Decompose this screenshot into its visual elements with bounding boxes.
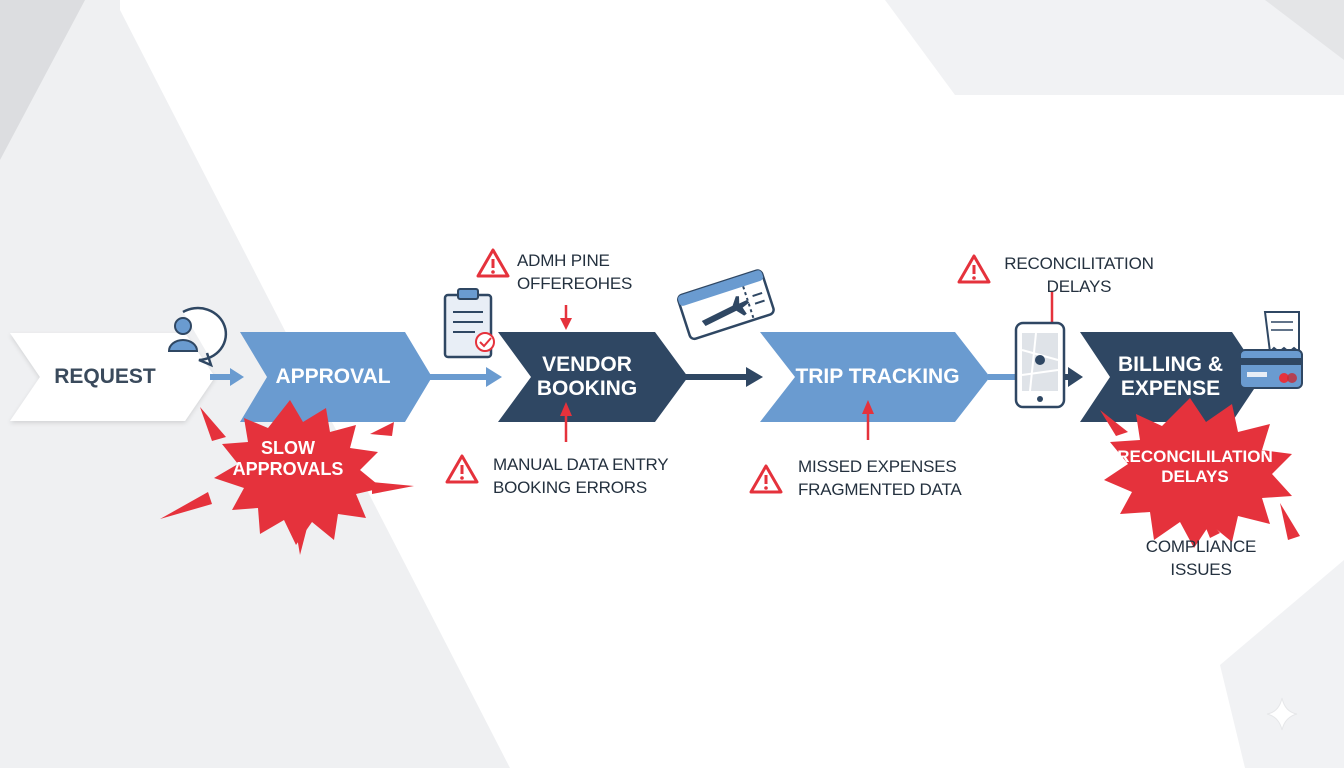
stage-approval-label: APPROVAL [275, 365, 391, 389]
warning-icon [476, 248, 510, 278]
alert-burst-slow-approvals [160, 400, 414, 555]
warning-icon [957, 254, 991, 284]
burst-reconciliation-label: RECONCILILATION DELAYS [1117, 447, 1273, 486]
stage-trip-tracking-label: TRIP TRACKING [795, 365, 960, 389]
issue-pointer-arrow [560, 402, 572, 442]
connector-arrow [685, 367, 763, 387]
issue-compliance: COMPLIANCE ISSUES [1145, 537, 1257, 579]
alert-burst-reconciliation [1100, 398, 1300, 548]
connector-arrow [430, 367, 502, 387]
plane-ticket-icon [677, 269, 775, 341]
issue-pointer-arrow [560, 305, 572, 330]
stage-vendor-booking-shape [498, 332, 688, 422]
stage-request-label: REQUEST [54, 365, 156, 389]
stage-vendor-booking-label: VENDOR BOOKING [536, 353, 638, 400]
issue-reconciliation-top: RECONCILITATION DELAYS [1004, 254, 1154, 296]
phone-map-icon [1014, 321, 1066, 409]
issue-pointer-arrow [862, 400, 874, 440]
receipt-card-icon [1239, 311, 1303, 389]
stage-approval-shape [240, 332, 432, 422]
stage-billing-expense-label: BILLING & EXPENSE [1118, 353, 1223, 400]
user-chat-icon [167, 306, 228, 368]
issue-admin-overhead: ADMH PINE OFFEREOHES [517, 251, 633, 293]
sparkle-icon [1266, 697, 1298, 731]
stage-trip-tracking-shape [760, 332, 990, 422]
stage-billing-expense-shape [1080, 332, 1262, 422]
warning-icon [445, 454, 479, 484]
issue-booking-errors: MANUAL DATA ENTRY BOOKING ERRORS [493, 455, 669, 497]
issue-missed-expenses: MISSED EXPENSES FRAGMENTED DATA [798, 457, 962, 499]
clipboard-check-icon [443, 288, 495, 359]
burst-slow-approvals-label: SLOW APPROVALS [232, 438, 344, 479]
warning-icon [749, 464, 783, 494]
stage-request-shape [10, 333, 215, 421]
connector-arrow [210, 368, 244, 386]
